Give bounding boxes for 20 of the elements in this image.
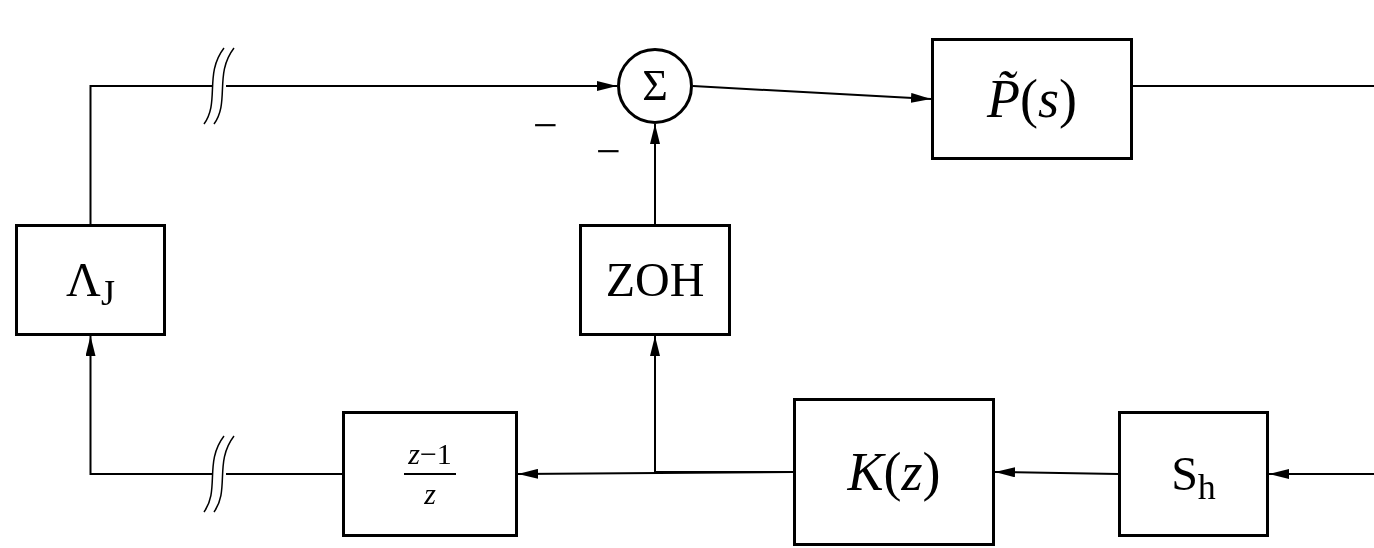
arrow	[89, 81, 618, 225]
arrow	[650, 123, 660, 225]
block-label: ZOH	[605, 256, 705, 304]
arrow	[994, 467, 1119, 478]
block-box	[342, 411, 518, 537]
arrow	[692, 85, 932, 103]
block-label: S$_{h}$	[1171, 450, 1216, 498]
block-box	[931, 38, 1133, 160]
numerator: z−1	[404, 439, 456, 475]
block-label: Σ	[642, 64, 668, 108]
block-box	[579, 224, 731, 336]
minus-sign: −	[533, 104, 558, 148]
block-box	[1118, 411, 1269, 537]
minus-sign: −	[596, 130, 621, 174]
block-label: Λ$_{J}$	[66, 256, 115, 304]
denominator: z	[424, 476, 436, 509]
block-box	[15, 224, 166, 336]
block-box	[793, 398, 995, 546]
arrow	[85, 335, 343, 475]
arrow	[1268, 469, 1374, 479]
